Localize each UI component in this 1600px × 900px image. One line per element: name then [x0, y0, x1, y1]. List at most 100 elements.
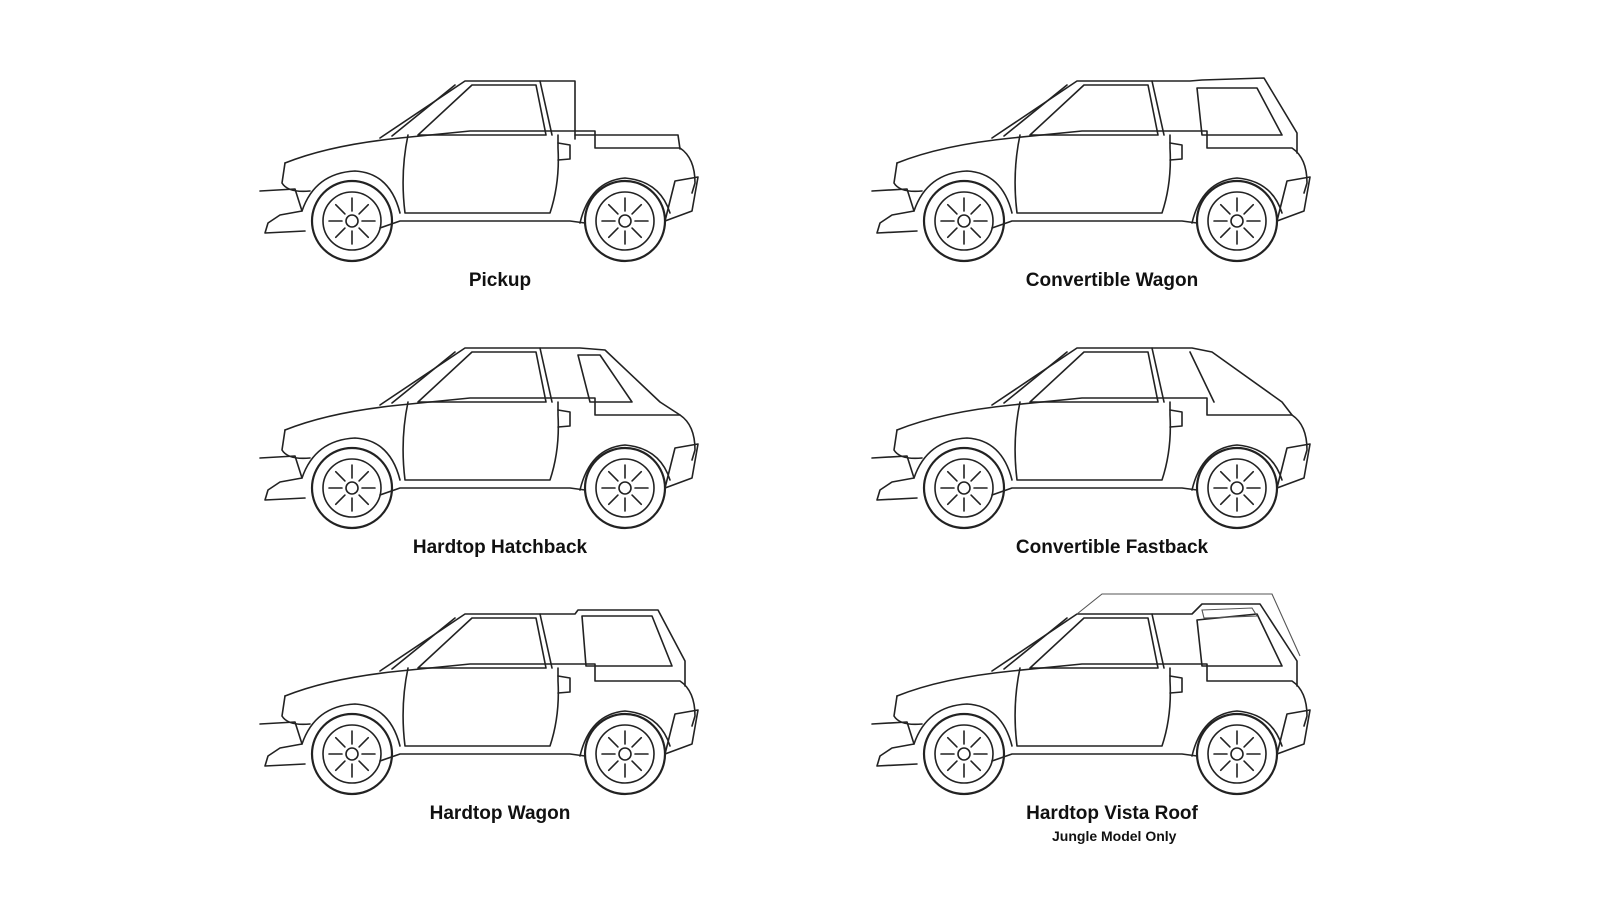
cab-back — [539, 80, 576, 140]
figure-label: Hardtop Hatchback — [412, 537, 588, 558]
rear-bumper — [664, 443, 699, 489]
front-bumper — [259, 455, 306, 501]
a-pillar — [1003, 617, 1068, 670]
windshield-frame — [991, 347, 1165, 406]
car-pickup-drawing — [259, 80, 699, 263]
rear-wheel-arch — [579, 444, 671, 491]
front-bumper — [259, 721, 306, 767]
rear-bumper — [1276, 176, 1311, 222]
fastback-seam — [1189, 351, 1215, 403]
side-window — [417, 617, 547, 669]
rear-window — [1196, 613, 1283, 667]
car-body-outline — [284, 397, 696, 461]
rear-wheel-arch — [1191, 444, 1283, 491]
rear-window — [1196, 87, 1283, 136]
windshield-frame — [379, 347, 553, 406]
side-window — [1029, 351, 1159, 403]
hatch-roof — [539, 347, 681, 416]
car-convertible-fastback-drawing — [871, 347, 1311, 530]
fastback-top — [1151, 347, 1293, 416]
door-handle — [1169, 675, 1183, 694]
front-bumper — [871, 455, 918, 501]
rear-wheel — [1195, 446, 1279, 530]
rocker-panel — [379, 220, 586, 229]
side-window — [1029, 617, 1159, 669]
front-wheel — [922, 712, 1006, 796]
front-wheel-arch — [913, 437, 1013, 481]
figure-hardtop-wagon: Hardtop Wagon — [240, 596, 760, 866]
front-wheel-arch — [301, 703, 401, 747]
door — [402, 134, 560, 214]
side-window — [417, 351, 547, 403]
a-pillar — [391, 617, 456, 670]
car-body-outline — [284, 130, 696, 194]
front-grille — [893, 695, 923, 726]
front-wheel — [310, 712, 394, 796]
car-body-outline — [896, 397, 1308, 461]
car-convertible-wagon-drawing — [871, 77, 1311, 263]
door — [1014, 667, 1172, 747]
door — [402, 667, 560, 747]
front-wheel — [922, 179, 1006, 263]
figure-label: Hardtop Wagon — [429, 803, 571, 824]
figure-label: Convertible Wagon — [1025, 270, 1199, 291]
front-grille — [893, 429, 923, 460]
windshield-frame — [991, 80, 1165, 139]
figure-pickup: Pickup — [240, 63, 760, 333]
rear-bumper — [1276, 443, 1311, 489]
hardtop-roof — [539, 609, 686, 687]
front-wheel — [922, 446, 1006, 530]
rear-wheel-arch — [579, 177, 671, 224]
rear-wheel-arch — [1191, 710, 1283, 757]
car-hardtop-wagon-drawing — [259, 609, 699, 796]
windshield-frame — [379, 80, 553, 139]
door-handle — [557, 675, 571, 694]
figure-hardtop-hatchback: Hardtop Hatchback — [240, 330, 760, 600]
car-body-outline — [896, 663, 1308, 727]
car-hardtop-hatchback-drawing — [259, 347, 699, 530]
door — [1014, 401, 1172, 481]
front-wheel-arch — [913, 170, 1013, 214]
front-wheel-arch — [301, 437, 401, 481]
front-wheel — [310, 446, 394, 530]
door — [402, 401, 560, 481]
rear-wheel — [1195, 179, 1279, 263]
figure-convertible-wagon: Convertible Wagon — [852, 63, 1372, 333]
a-pillar — [1003, 351, 1068, 404]
front-grille — [281, 695, 311, 726]
rocker-panel — [991, 753, 1198, 762]
front-bumper — [259, 188, 306, 234]
door-handle — [557, 142, 571, 161]
front-bumper — [871, 188, 918, 234]
rocker-panel — [991, 220, 1198, 229]
figure-label: Pickup — [468, 270, 532, 291]
rocker-panel — [379, 753, 586, 762]
rear-bumper — [1276, 709, 1311, 755]
front-grille — [281, 162, 311, 193]
door-handle — [1169, 142, 1183, 161]
side-window — [417, 84, 547, 136]
rocker-panel — [991, 487, 1198, 496]
front-wheel — [310, 179, 394, 263]
rear-wheel — [583, 446, 667, 530]
rear-bumper — [664, 176, 699, 222]
a-pillar — [391, 84, 456, 137]
rear-quarter-window — [577, 354, 633, 403]
figure-hardtop-vista-roof: Hardtop Vista Roof Jungle Model Only — [852, 593, 1372, 866]
rear-wheel — [583, 179, 667, 263]
rear-wheel-arch — [1191, 177, 1283, 224]
windshield-frame — [991, 613, 1165, 672]
front-bumper — [871, 721, 918, 767]
front-wheel-arch — [913, 703, 1013, 747]
a-pillar — [1003, 84, 1068, 137]
front-grille — [893, 162, 923, 193]
figure-label: Hardtop Vista Roof — [1026, 803, 1198, 824]
rocker-panel — [379, 487, 586, 496]
car-body-outline — [284, 663, 696, 727]
figure-label: Convertible Fastback — [1015, 537, 1209, 558]
soft-top — [1151, 77, 1298, 154]
figure-subtitle: Jungle Model Only — [1052, 828, 1177, 844]
rear-wheel-arch — [579, 710, 671, 757]
side-window — [1029, 84, 1159, 136]
windshield-frame — [379, 613, 553, 672]
